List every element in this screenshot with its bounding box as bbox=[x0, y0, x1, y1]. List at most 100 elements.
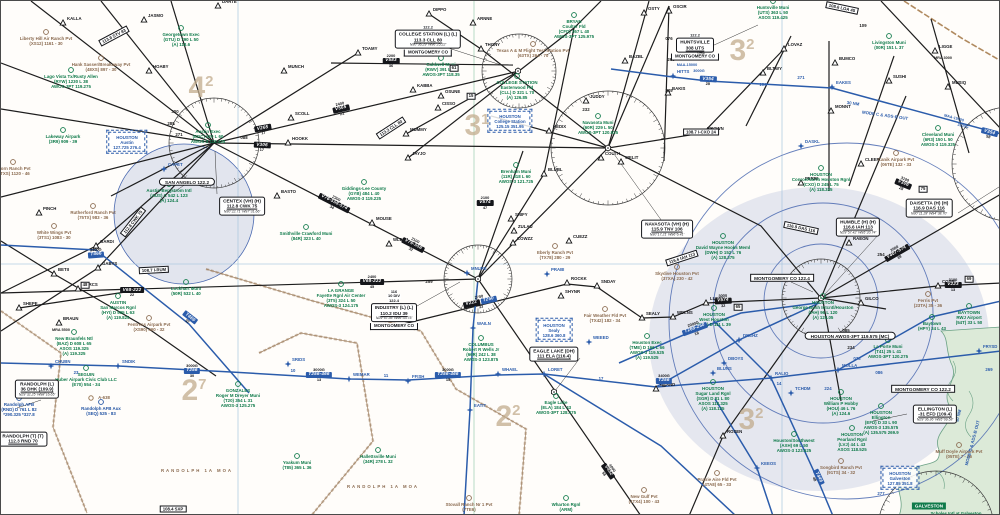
map-label: MRA 5500 bbox=[51, 328, 71, 333]
fix-triangle-symbol bbox=[621, 56, 629, 64]
navaid-frequency: 113.3 CLL 80 bbox=[413, 37, 443, 43]
mef-thousands: 2 bbox=[181, 374, 199, 407]
airport-symbol bbox=[935, 125, 941, 131]
airport-symbol bbox=[98, 55, 104, 61]
mef-hundreds: 2 bbox=[755, 405, 764, 422]
airport-label-line: (05TE) 7 - 36 bbox=[946, 453, 972, 459]
navaid-box-body: EAGLE LAKE (DH)111 ELA (116.4) bbox=[529, 346, 579, 362]
airport-symbol bbox=[235, 381, 241, 387]
airway-pill-row: V68-222 bbox=[120, 287, 144, 294]
map-label: 61 bbox=[449, 64, 459, 72]
airport-symbol bbox=[83, 365, 89, 371]
gps-waypoint-symbol bbox=[787, 389, 795, 397]
airway-mea: 3400G bbox=[658, 373, 670, 379]
airport-label-line: Liberty Hill Air Ranch Pvt bbox=[19, 36, 73, 41]
airport-symbol bbox=[10, 159, 16, 165]
artcc-boundary bbox=[903, 1, 999, 61]
map-label: RANDOLPH 1A MOA bbox=[346, 483, 420, 489]
airway-mea: 3100 bbox=[948, 277, 958, 283]
airport-label-line: Fayette Rgnl Air Center bbox=[316, 292, 366, 298]
fix-triangle-symbol bbox=[831, 58, 839, 66]
t-route-line bbox=[610, 68, 999, 135]
airport-label-line: AWOS-3 119.525 bbox=[629, 349, 665, 355]
victor-airway-line bbox=[100, 1, 215, 144]
fix-label: MNURE bbox=[471, 266, 487, 271]
navaid-coordinates: N29°32.25' W98°16.65' bbox=[18, 392, 56, 397]
gps-waypoint-symbol bbox=[797, 142, 805, 150]
victor-airway-line bbox=[1, 142, 215, 198]
airway-mea: 3000G bbox=[442, 367, 454, 373]
leader-line bbox=[613, 153, 670, 232]
victor-airway-line bbox=[477, 150, 524, 280]
comm-outlet-line: HOUSTON bbox=[543, 322, 565, 328]
fix-label: RAEON bbox=[853, 236, 869, 241]
gps-waypoint-symbol bbox=[543, 270, 551, 278]
airport-label-line: (3R9) 909 - 39 bbox=[48, 138, 78, 144]
airport-label: Baytown(HPY) 34 L 43 bbox=[918, 321, 946, 332]
airport-label-line: Easterwood Fld bbox=[500, 84, 534, 90]
victor-airway-line bbox=[405, 70, 520, 135]
airway-distance: 13 bbox=[950, 287, 956, 293]
navaid-box-body: ELLINGTON (L)-31 EFD (109.4)N29°36.36' W… bbox=[912, 404, 958, 424]
map-label: MAA-15000 bbox=[676, 63, 698, 68]
airport-label-line: (A) 118.6 bbox=[171, 41, 191, 47]
airport-label-line: (GYB) 484 L 40 bbox=[348, 190, 380, 196]
fix-label: HEDIX bbox=[553, 124, 567, 129]
victor-airway-line bbox=[820, 297, 887, 310]
airport-label-line: Caldwell Muni bbox=[426, 62, 456, 67]
airport-symbol bbox=[98, 399, 104, 405]
airway-distance: 30 bbox=[189, 373, 195, 379]
airport-label-line: Conroe/North Houston Rgnl bbox=[791, 176, 851, 182]
navaid-name: HUNTSVILLE bbox=[680, 40, 710, 46]
airport-label-line: HOUSTON bbox=[870, 410, 892, 415]
airport-label-line: (4TA8) 65 - 33 bbox=[702, 481, 732, 487]
fix-label: MUMMY bbox=[410, 127, 427, 132]
map-label: 109 bbox=[859, 22, 867, 28]
gps-waypoint-symbol bbox=[540, 370, 548, 378]
airway-id: V574 bbox=[476, 200, 494, 207]
navaid-box-body: RANDOLPH (T) (T)112.3 RND 70 bbox=[1, 431, 48, 447]
fix-label: HITTS bbox=[677, 69, 690, 74]
airport-label-line: Houston/Southwest bbox=[773, 438, 815, 443]
airport-label-line: (RWV) 391 L 32 bbox=[425, 66, 457, 72]
inline-navaid-box: 108.4 SXP bbox=[159, 505, 187, 513]
airway-distance: 33 bbox=[478, 303, 484, 310]
airport-label: Lago Vista Tx/Rusty Allen(RYW) 1230 L 38… bbox=[44, 74, 98, 90]
fix-label: SNIFY bbox=[515, 212, 528, 217]
airport-label-line: Eberly Ranch Pvt bbox=[536, 250, 574, 255]
victor-airway-line bbox=[1, 240, 217, 377]
airport-label-line: HOUSTON bbox=[830, 396, 852, 401]
fix-label: LIGGE bbox=[939, 44, 953, 49]
airport-label: Hallettsville Muni(34R) 278 L 32 bbox=[360, 454, 396, 465]
navaid-name: ELLINGTON (L) bbox=[917, 406, 953, 412]
airport-label-line: (LVJ) 44 L 43 bbox=[838, 441, 866, 447]
airport-label: Skydive Houston Pvt(37XA) 230 - 42 bbox=[655, 271, 699, 282]
airport-label-line: Navasota Muni bbox=[582, 120, 614, 125]
airport-symbol bbox=[711, 305, 717, 311]
fix-label: BAZBL bbox=[629, 54, 644, 59]
navaid-name: RANDOLPH (T) (T) bbox=[2, 433, 44, 439]
airport-label-line: (00R) 151 L 37 bbox=[874, 44, 904, 50]
mef-hundreds: 2 bbox=[205, 73, 214, 90]
fix-label: WLEEE bbox=[393, 237, 409, 242]
alert-area-symbol bbox=[88, 395, 94, 401]
freq-plain-box: MONTGOMERY CO 122.4 bbox=[750, 273, 814, 283]
fix-triangle-symbol bbox=[510, 226, 518, 234]
airport-symbol bbox=[929, 314, 935, 320]
airport-label-line: ASOS 118.525 bbox=[837, 446, 867, 452]
airport-label-line: (3TS1) 1083 - 30 bbox=[37, 234, 71, 240]
map-label: 076 bbox=[665, 35, 673, 41]
airport-label-line: (DWH) D 152 L 76 bbox=[704, 249, 742, 255]
airport-label-line: LA GRANGE bbox=[327, 288, 355, 293]
airport-label-line: AWOS-3PT 128.475 bbox=[535, 409, 577, 415]
fix-triangle-symbol bbox=[92, 241, 100, 249]
airport-label-line: (T20) 354 L 31 bbox=[223, 397, 253, 403]
airport-symbol bbox=[552, 243, 558, 249]
water-contour bbox=[947, 360, 956, 402]
